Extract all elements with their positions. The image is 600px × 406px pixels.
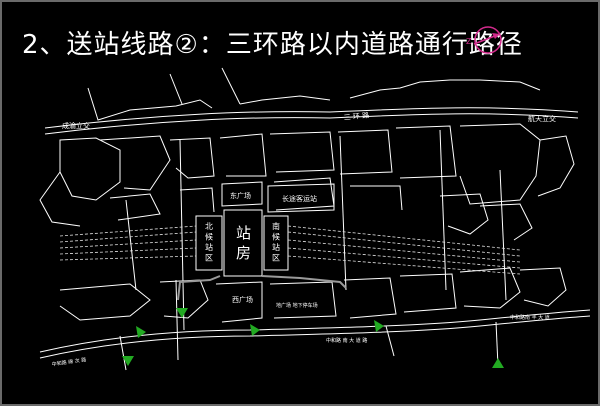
compass-icon: Z bbox=[466, 26, 502, 54]
route-arrows bbox=[122, 308, 504, 368]
arrow-icon bbox=[374, 320, 384, 332]
compass-label: Z bbox=[466, 37, 472, 46]
label-bus-station: 长途客运站 bbox=[282, 194, 317, 203]
label-chengyu-interchange: 成渝立交 bbox=[62, 121, 90, 130]
route-path bbox=[177, 275, 347, 301]
page-title: 2、送站线路②：三环路以内道路通行路径 bbox=[22, 30, 523, 60]
label-south-road-1: 中和路 绵 次 路 bbox=[51, 356, 86, 368]
label-south-road-2: 中和路 南 大 道 路 bbox=[326, 337, 367, 344]
label-third-ring-road: 三 环 路 bbox=[343, 110, 369, 122]
arrow-icon bbox=[136, 326, 146, 338]
label-east-road: 中和路南 丰 大 道 bbox=[510, 314, 550, 321]
label-west-plaza-underground: 地广场 地下停车场 bbox=[276, 302, 318, 309]
label-station-building: 站 房 bbox=[234, 225, 252, 260]
arrow-icon bbox=[122, 356, 134, 366]
road-network bbox=[39, 67, 591, 371]
arrow-icon bbox=[250, 324, 260, 336]
arrow-icon bbox=[176, 308, 188, 318]
rail-tracks bbox=[59, 225, 521, 275]
arrow-icon bbox=[492, 358, 504, 368]
label-west-plaza: 西广场 bbox=[232, 295, 253, 304]
label-south-waiting: 南 候 站 区 bbox=[272, 221, 281, 262]
label-east-plaza: 东广场 bbox=[230, 191, 251, 200]
label-north-waiting: 北 候 站 区 bbox=[205, 222, 214, 262]
label-hangtian-interchange: 航天立交 bbox=[528, 114, 556, 123]
